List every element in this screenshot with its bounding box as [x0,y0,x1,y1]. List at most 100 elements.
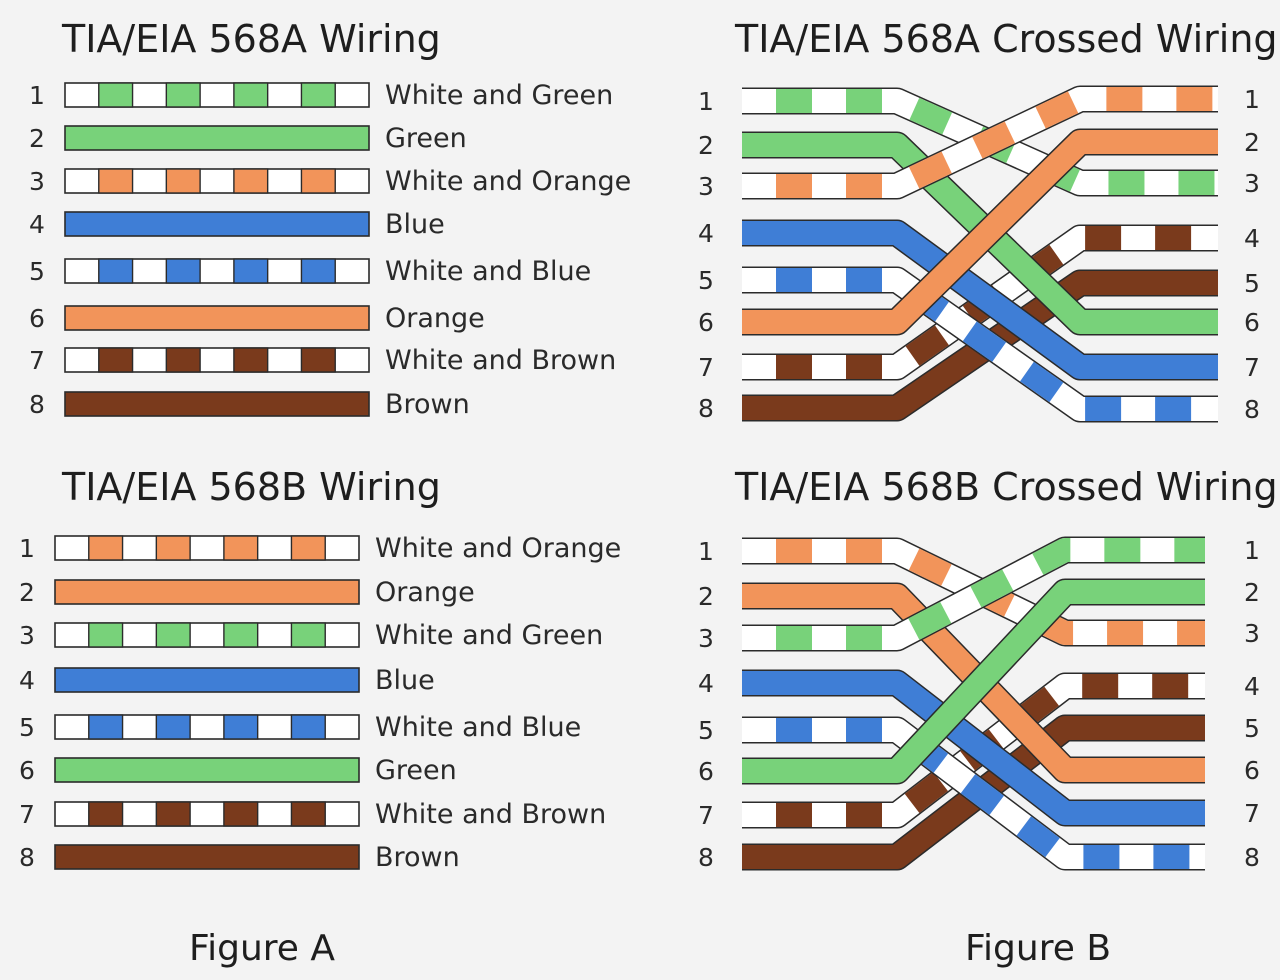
wire-label: White and Brown [385,345,616,376]
pin-number: 3 [19,621,35,650]
left-pin-number: 3 [698,172,714,201]
right-pin-number: 5 [1244,269,1260,298]
crossed-wire-4-to-7 [742,219,1218,381]
wire-3 [54,622,360,648]
wire-stripe [233,168,269,194]
figure-b: TIA/EIA 568A Crossed Wiring 1 2 3 4 5 6 7 8 1 2 3 4… [698,17,1278,969]
left-pin-number: 4 [698,669,714,698]
wire-stripe [165,347,201,373]
wire-stripe [290,535,326,561]
pin-number: 5 [19,713,35,742]
pin-number: 4 [19,666,35,695]
wire-stripe [165,82,201,108]
wire-stripe [88,801,124,827]
wire-6 [64,305,370,331]
crossed-wire-6-to-2 [742,128,1218,336]
pin-number: 4 [29,210,45,239]
crossed-wire-4-to-7 [742,669,1205,827]
right-pin-number: 5 [1244,714,1260,743]
pin-number: 8 [29,390,45,419]
left-pin-number: 1 [698,87,714,116]
pin-number: 6 [29,304,45,333]
right-pin-number: 3 [1244,169,1260,198]
wire-stripe [155,801,191,827]
wire-stripe [233,82,269,108]
wire-label: White and Green [385,80,613,111]
left-pin-number: 5 [698,716,714,745]
wire-label: White and Orange [375,533,621,564]
wire-label: White and Brown [375,799,606,830]
wire-7 [64,347,370,373]
wire-label: Green [385,123,467,154]
wire-stripe [223,714,259,740]
wire-stripe [290,622,326,648]
wire-stripe [300,168,336,194]
wire-body [54,757,360,783]
wire-label: White and Blue [385,256,591,287]
left-pin-number: 6 [698,308,714,337]
wire-stripe [290,714,326,740]
wire-label: Green [375,755,457,786]
right-pin-number: 8 [1244,843,1260,872]
wire-stripe [300,258,336,284]
left-pin-number: 4 [698,219,714,248]
wire-body [64,391,370,417]
wire-stripes [742,87,1218,198]
wire-4 [64,211,370,237]
left-pin-number: 2 [698,582,714,611]
left-pin-number: 7 [698,353,714,382]
right-pin-number: 6 [1244,756,1260,785]
crossed-wire-5-to-8 [742,716,1205,871]
wire-body [64,211,370,237]
crossed-wire-6-to-2 [742,578,1205,785]
wire-1 [64,82,370,108]
pin-number: 8 [19,843,35,872]
wire-8 [64,391,370,417]
wire-body [54,844,360,870]
right-pin-number: 2 [1244,128,1260,157]
right-pin-number: 2 [1244,578,1260,607]
wire-5 [64,258,370,284]
wire-stripe [223,801,259,827]
right-pin-number: 1 [1244,85,1260,114]
pin-number: 7 [29,346,45,375]
wire-label: Blue [385,209,445,240]
wire-label: Blue [375,665,435,696]
wire-body [742,580,1205,783]
right-pin-number: 8 [1244,395,1260,424]
wire-body [64,305,370,331]
wire-stripe [155,535,191,561]
wire-2 [54,579,360,605]
crossed-wire-5-to-8 [742,266,1218,423]
panel-title-568a: TIA/EIA 568A Wiring [61,17,441,61]
wire-stripes [742,538,1205,650]
pin-number: 3 [29,167,45,196]
wire-stripe [223,622,259,648]
figure-b-caption: Figure B [965,928,1111,969]
right-pin-number: 6 [1244,308,1260,337]
wire-stripe [88,622,124,648]
right-pin-number: 4 [1244,672,1260,701]
left-pin-number: 7 [698,801,714,830]
wire-stripe [233,347,269,373]
wire-stripes [742,268,1218,421]
wire-1 [54,535,360,561]
wire-7 [54,801,360,827]
wire-stripe [290,801,326,827]
wire-stripe [88,535,124,561]
wire-body [64,125,370,151]
right-pin-number: 4 [1244,224,1260,253]
right-pin-number: 1 [1244,536,1260,565]
wire-stripe [155,622,191,648]
right-pin-number: 7 [1244,799,1260,828]
wire-body [54,579,360,605]
wire-label: Orange [385,303,485,334]
left-pin-number: 3 [698,624,714,653]
wire-stripe [98,347,134,373]
left-pin-number: 5 [698,266,714,295]
panel-title-568a-crossed: TIA/EIA 568A Crossed Wiring [734,17,1278,61]
left-pin-number: 8 [698,394,714,423]
